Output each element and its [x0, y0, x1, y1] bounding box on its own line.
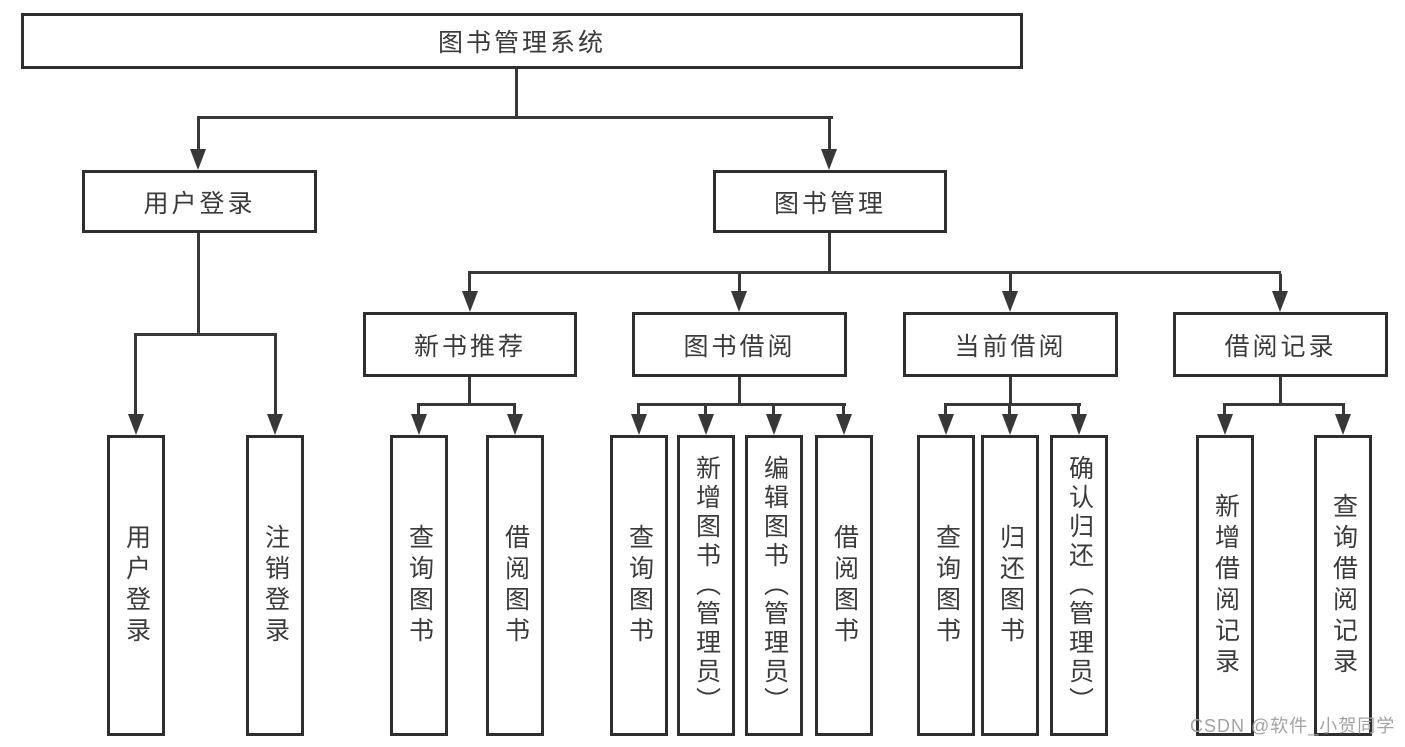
- connector-drop-leaf-user-login: [134, 336, 137, 415]
- arrowhead-current-borrow: [1002, 291, 1018, 312]
- arrowhead-borrow-record: [1272, 291, 1288, 312]
- connector-borrow-record-stem: [1279, 377, 1282, 406]
- node-current-borrow: 当前借阅: [903, 312, 1118, 377]
- connector-drop-search-book-3: [944, 406, 947, 416]
- node-new-book-recommend: 新书推荐: [363, 312, 577, 377]
- arrowhead-borrow-book-1: [507, 414, 523, 435]
- arrowhead-leaf-user-login: [128, 414, 144, 435]
- leaf-user-login: 用户登录: [107, 435, 165, 736]
- leaf-borrow-book-recommend: 借阅图书: [486, 435, 544, 736]
- connector-drop-add-book: [704, 406, 707, 416]
- connector-book-borrow-stem: [738, 377, 741, 406]
- arrowhead-edit-book: [766, 414, 782, 435]
- leaf-search-book-borrow: 查询图书: [610, 435, 668, 736]
- connector-drop-book-management: [828, 119, 831, 150]
- connector-book-management-stem: [828, 233, 831, 273]
- connector-user-login-horizontal: [134, 333, 277, 336]
- connector-drop-leaf-logout: [274, 336, 277, 415]
- leaf-edit-book-admin: 编辑图书（管理员）: [745, 435, 803, 736]
- connector-drop-edit-book: [772, 406, 775, 416]
- leaf-add-book-admin: 新增图书（管理员）: [677, 435, 735, 736]
- node-book-management: 图书管理: [713, 170, 947, 233]
- connector-drop-borrow-record: [1279, 274, 1282, 292]
- node-user-login: 用户登录: [82, 170, 317, 233]
- arrowhead-search-record: [1335, 414, 1351, 435]
- node-book-borrow: 图书借阅: [632, 312, 847, 377]
- leaf-search-book-current: 查询图书: [917, 435, 975, 736]
- connector-root-stem: [515, 69, 518, 119]
- arrowhead-book-borrow: [731, 291, 747, 312]
- node-root: 图书管理系统: [21, 13, 1023, 69]
- connector-drop-search-book-2: [637, 406, 640, 416]
- leaf-borrow-book: 借阅图书: [815, 435, 873, 736]
- leaf-return-book: 归还图书: [981, 435, 1039, 736]
- leaf-search-borrow-record: 查询借阅记录: [1314, 435, 1372, 736]
- connector-current-borrow-stem: [1009, 377, 1012, 406]
- watermark-text: CSDN @软件_小贺同学: [1190, 716, 1396, 736]
- connector-borrow-record-horizontal: [1223, 403, 1345, 406]
- arrowhead-add-record: [1217, 414, 1233, 435]
- node-borrow-record: 借阅记录: [1173, 312, 1388, 377]
- connector-drop-confirm-return: [1077, 406, 1080, 416]
- connector-drop-return-book: [1008, 406, 1011, 416]
- arrowhead-search-book-3: [938, 414, 954, 435]
- connector-level1-horizontal: [197, 116, 833, 119]
- leaf-confirm-return-admin: 确认归还（管理员）: [1050, 435, 1108, 736]
- leaf-add-borrow-record: 新增借阅记录: [1196, 435, 1254, 736]
- arrowhead-book-management: [821, 149, 837, 170]
- arrowhead-search-book-1: [411, 414, 427, 435]
- connector-book-borrow-horizontal: [637, 403, 846, 406]
- connector-drop-search-record: [1342, 406, 1345, 416]
- connector-drop-new-book: [468, 274, 471, 292]
- connector-drop-borrow-book-2: [842, 406, 845, 416]
- arrowhead-search-book-2: [631, 414, 647, 435]
- connector-drop-user-login: [197, 119, 200, 150]
- arrowhead-user-login: [190, 149, 206, 170]
- arrowhead-borrow-book-2: [836, 414, 852, 435]
- arrowhead-new-book: [462, 291, 478, 312]
- connector-drop-current-borrow: [1009, 274, 1012, 292]
- connector-level3-horizontal: [468, 271, 1281, 274]
- connector-user-login-stem: [197, 233, 200, 336]
- arrowhead-add-book: [698, 414, 714, 435]
- arrowhead-confirm-return: [1071, 414, 1087, 435]
- connector-drop-add-record: [1223, 406, 1226, 416]
- connector-drop-borrow-book-1: [513, 406, 516, 416]
- arrowhead-leaf-logout: [267, 414, 283, 435]
- connector-current-borrow-horizontal: [944, 403, 1081, 406]
- connector-new-book-stem: [468, 377, 471, 406]
- leaf-search-book-recommend: 查询图书: [390, 435, 448, 736]
- arrowhead-return-book: [1002, 414, 1018, 435]
- connector-drop-book-borrow: [738, 274, 741, 292]
- connector-drop-search-book-1: [417, 406, 420, 416]
- connector-new-book-horizontal: [417, 403, 516, 406]
- leaf-logout-login: 注销登录: [246, 435, 304, 736]
